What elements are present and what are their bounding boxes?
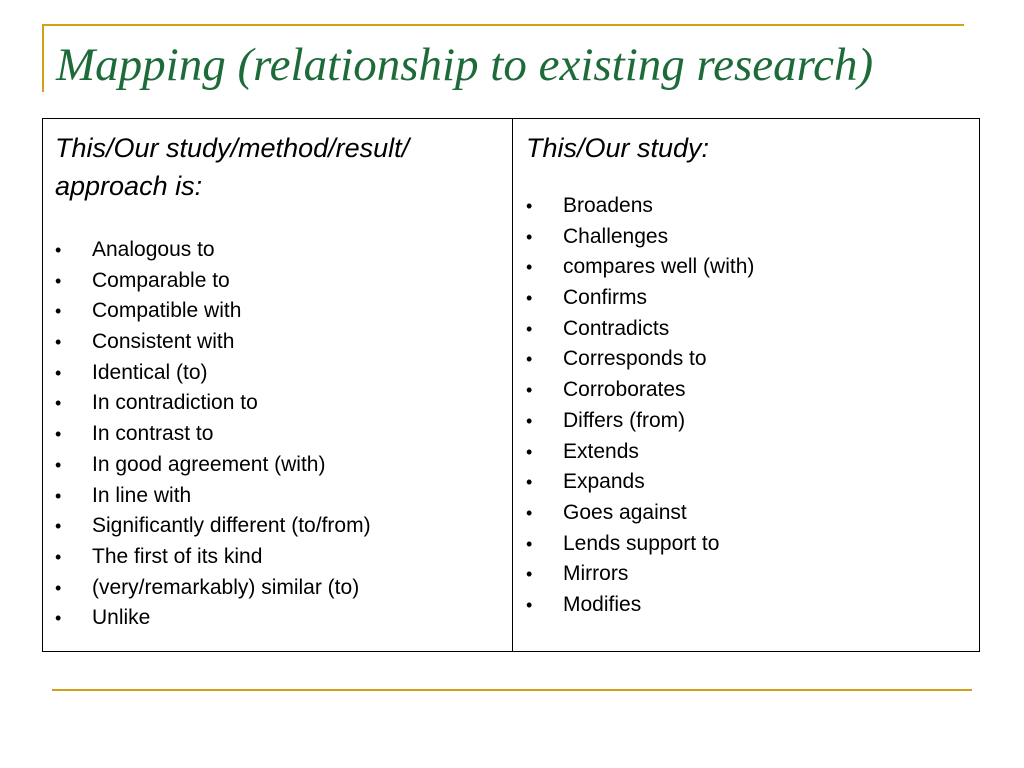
list-item: • compares well (with) [526,252,979,283]
list-item: • In contrast to [55,419,512,450]
left-column-heading: This/Our study/method/result/ approach i… [55,133,410,201]
list-item-text: Broadens [563,194,653,217]
list-item: • Comparable to [55,266,512,297]
list-item-text: Confirms [563,286,648,310]
bullet-icon: • [526,410,533,431]
list-item: • Goes against [526,498,979,529]
list-item: • Lends support to [526,529,979,560]
bullet-icon: • [55,393,62,414]
bullet-icon: • [526,318,533,339]
list-item-text: compares well (with) [563,255,755,279]
list-item: • Challenges [526,222,979,253]
bullet-icon: • [55,577,62,598]
list-item: • Corroborates [526,375,979,406]
bottom-rule [52,689,972,691]
list-item-text: Significantly different (to/from) [92,514,371,538]
bullet-icon: • [526,472,533,493]
list-item-text: Challenges [563,224,669,248]
list-item: • Mirrors [526,559,979,590]
list-item-text: Corresponds to [563,347,707,371]
list-item-text: Differs (from) [563,408,686,432]
bullet-icon: • [55,362,62,383]
list-item: • Confirms [526,283,979,314]
bullet-icon: • [55,301,62,322]
phrase-table: This/Our study/method/result/ approach i… [42,118,980,652]
list-item: • Expands [526,467,979,498]
bullet-icon: • [526,564,533,585]
list-item-text: Goes against [563,500,687,524]
bullet-icon: • [55,516,62,537]
list-item-text: Contradicts [563,316,670,340]
list-item: • Significantly different (to/from) [55,511,512,542]
list-item: • Contradicts [526,314,979,345]
top-rule [42,24,964,26]
bullet-icon: • [526,441,533,462]
bullet-icon: • [526,502,533,523]
bullet-icon: • [526,380,533,401]
list-item: • Analogous to [55,235,512,266]
list-item: • In contradiction to [55,388,512,419]
list-item: • In line with [55,481,512,512]
list-item: • Differs (from) [526,406,979,437]
list-item-text: Modifies [563,592,642,616]
list-item: • In good agreement (with) [55,450,512,481]
list-item: • The first of its kind [55,542,512,573]
list-item: • (very/remarkably) similar (to) [55,573,512,604]
bullet-icon: • [55,608,62,629]
list-item-text: (very/remarkably) similar (to) [92,575,360,599]
list-item-text: Comparable to [92,268,230,292]
list-item: • Unlike [55,603,512,634]
bullet-icon: • [55,332,62,353]
list-item-text: In good agreement (with) [92,452,326,476]
list-item-text: In contrast to [92,422,214,446]
bullet-icon: • [55,485,62,506]
list-item: • Compatible with [55,296,512,327]
bullet-icon: • [526,196,533,216]
bullet-icon: • [55,270,62,291]
list-item-text: Unlike [92,606,151,630]
list-item: • Identical (to) [55,358,512,389]
list-item: • Extends [526,437,979,468]
bullet-icon: • [526,533,533,554]
list-item-text: Compatible with [92,299,242,323]
list-item-text: In line with [92,483,192,507]
right-phrase-list: • Broadens • Challenges • compares well (wi… [526,191,979,621]
bullet-icon: • [55,240,62,260]
list-item: • Consistent with [55,327,512,358]
list-item-text: Consistent with [92,330,235,354]
list-item-text: Corroborates [563,378,686,402]
list-item-text: Analogous to [92,238,215,261]
left-column: This/Our study/method/result/ approach i… [43,119,513,651]
list-item-text: The first of its kind [92,544,263,568]
list-item-text: Mirrors [563,562,629,586]
list-item: • Modifies [526,590,979,621]
left-accent-rule [42,24,44,92]
list-item-text: In contradiction to [92,391,258,415]
list-item-text: Expands [563,470,645,494]
list-item-text: Identical (to) [92,360,208,384]
bullet-icon: • [55,546,62,567]
right-column: This/Our study: • Broadens • Challenges • c… [513,119,979,651]
bullet-icon: • [526,288,533,309]
left-phrase-list: • Analogous to • Comparable to • Compatible… [55,235,512,634]
bullet-icon: • [55,454,62,475]
bullet-icon: • [526,257,533,278]
bullet-icon: • [526,349,533,370]
bullet-icon: • [526,226,533,247]
right-column-heading: This/Our study: [526,133,710,163]
list-item-text: Lends support to [563,531,720,555]
bullet-icon: • [526,594,533,615]
list-item: • Broadens [526,191,979,222]
bullet-icon: • [55,424,62,445]
list-item: • Corresponds to [526,344,979,375]
list-item-text: Extends [563,439,639,463]
slide-title: Mapping (relationship to existing resear… [56,39,874,91]
